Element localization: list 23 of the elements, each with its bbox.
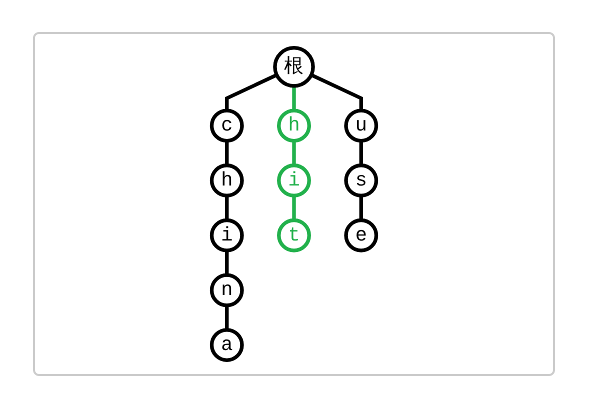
connector bbox=[225, 196, 229, 220]
node-circle: e bbox=[344, 218, 378, 252]
connector bbox=[225, 305, 229, 330]
node-circle: t bbox=[277, 218, 311, 252]
connector bbox=[225, 140, 229, 166]
connector bbox=[359, 196, 363, 220]
node-circle: c bbox=[210, 108, 244, 143]
connector bbox=[292, 140, 296, 166]
node-circle: h bbox=[277, 108, 311, 143]
node-circle: h bbox=[210, 164, 244, 198]
connector bbox=[225, 73, 278, 111]
node-circle: u bbox=[344, 108, 378, 143]
node-circle: 根 bbox=[273, 46, 315, 88]
connector bbox=[225, 250, 229, 276]
node-circle: s bbox=[344, 164, 378, 198]
node-circle: a bbox=[210, 328, 244, 362]
node-circle: i bbox=[210, 218, 244, 252]
connector bbox=[359, 140, 363, 166]
node-circle: n bbox=[210, 273, 244, 308]
node-circle: i bbox=[277, 164, 311, 198]
connector bbox=[310, 73, 363, 111]
connector bbox=[292, 86, 296, 111]
connector bbox=[292, 196, 296, 220]
